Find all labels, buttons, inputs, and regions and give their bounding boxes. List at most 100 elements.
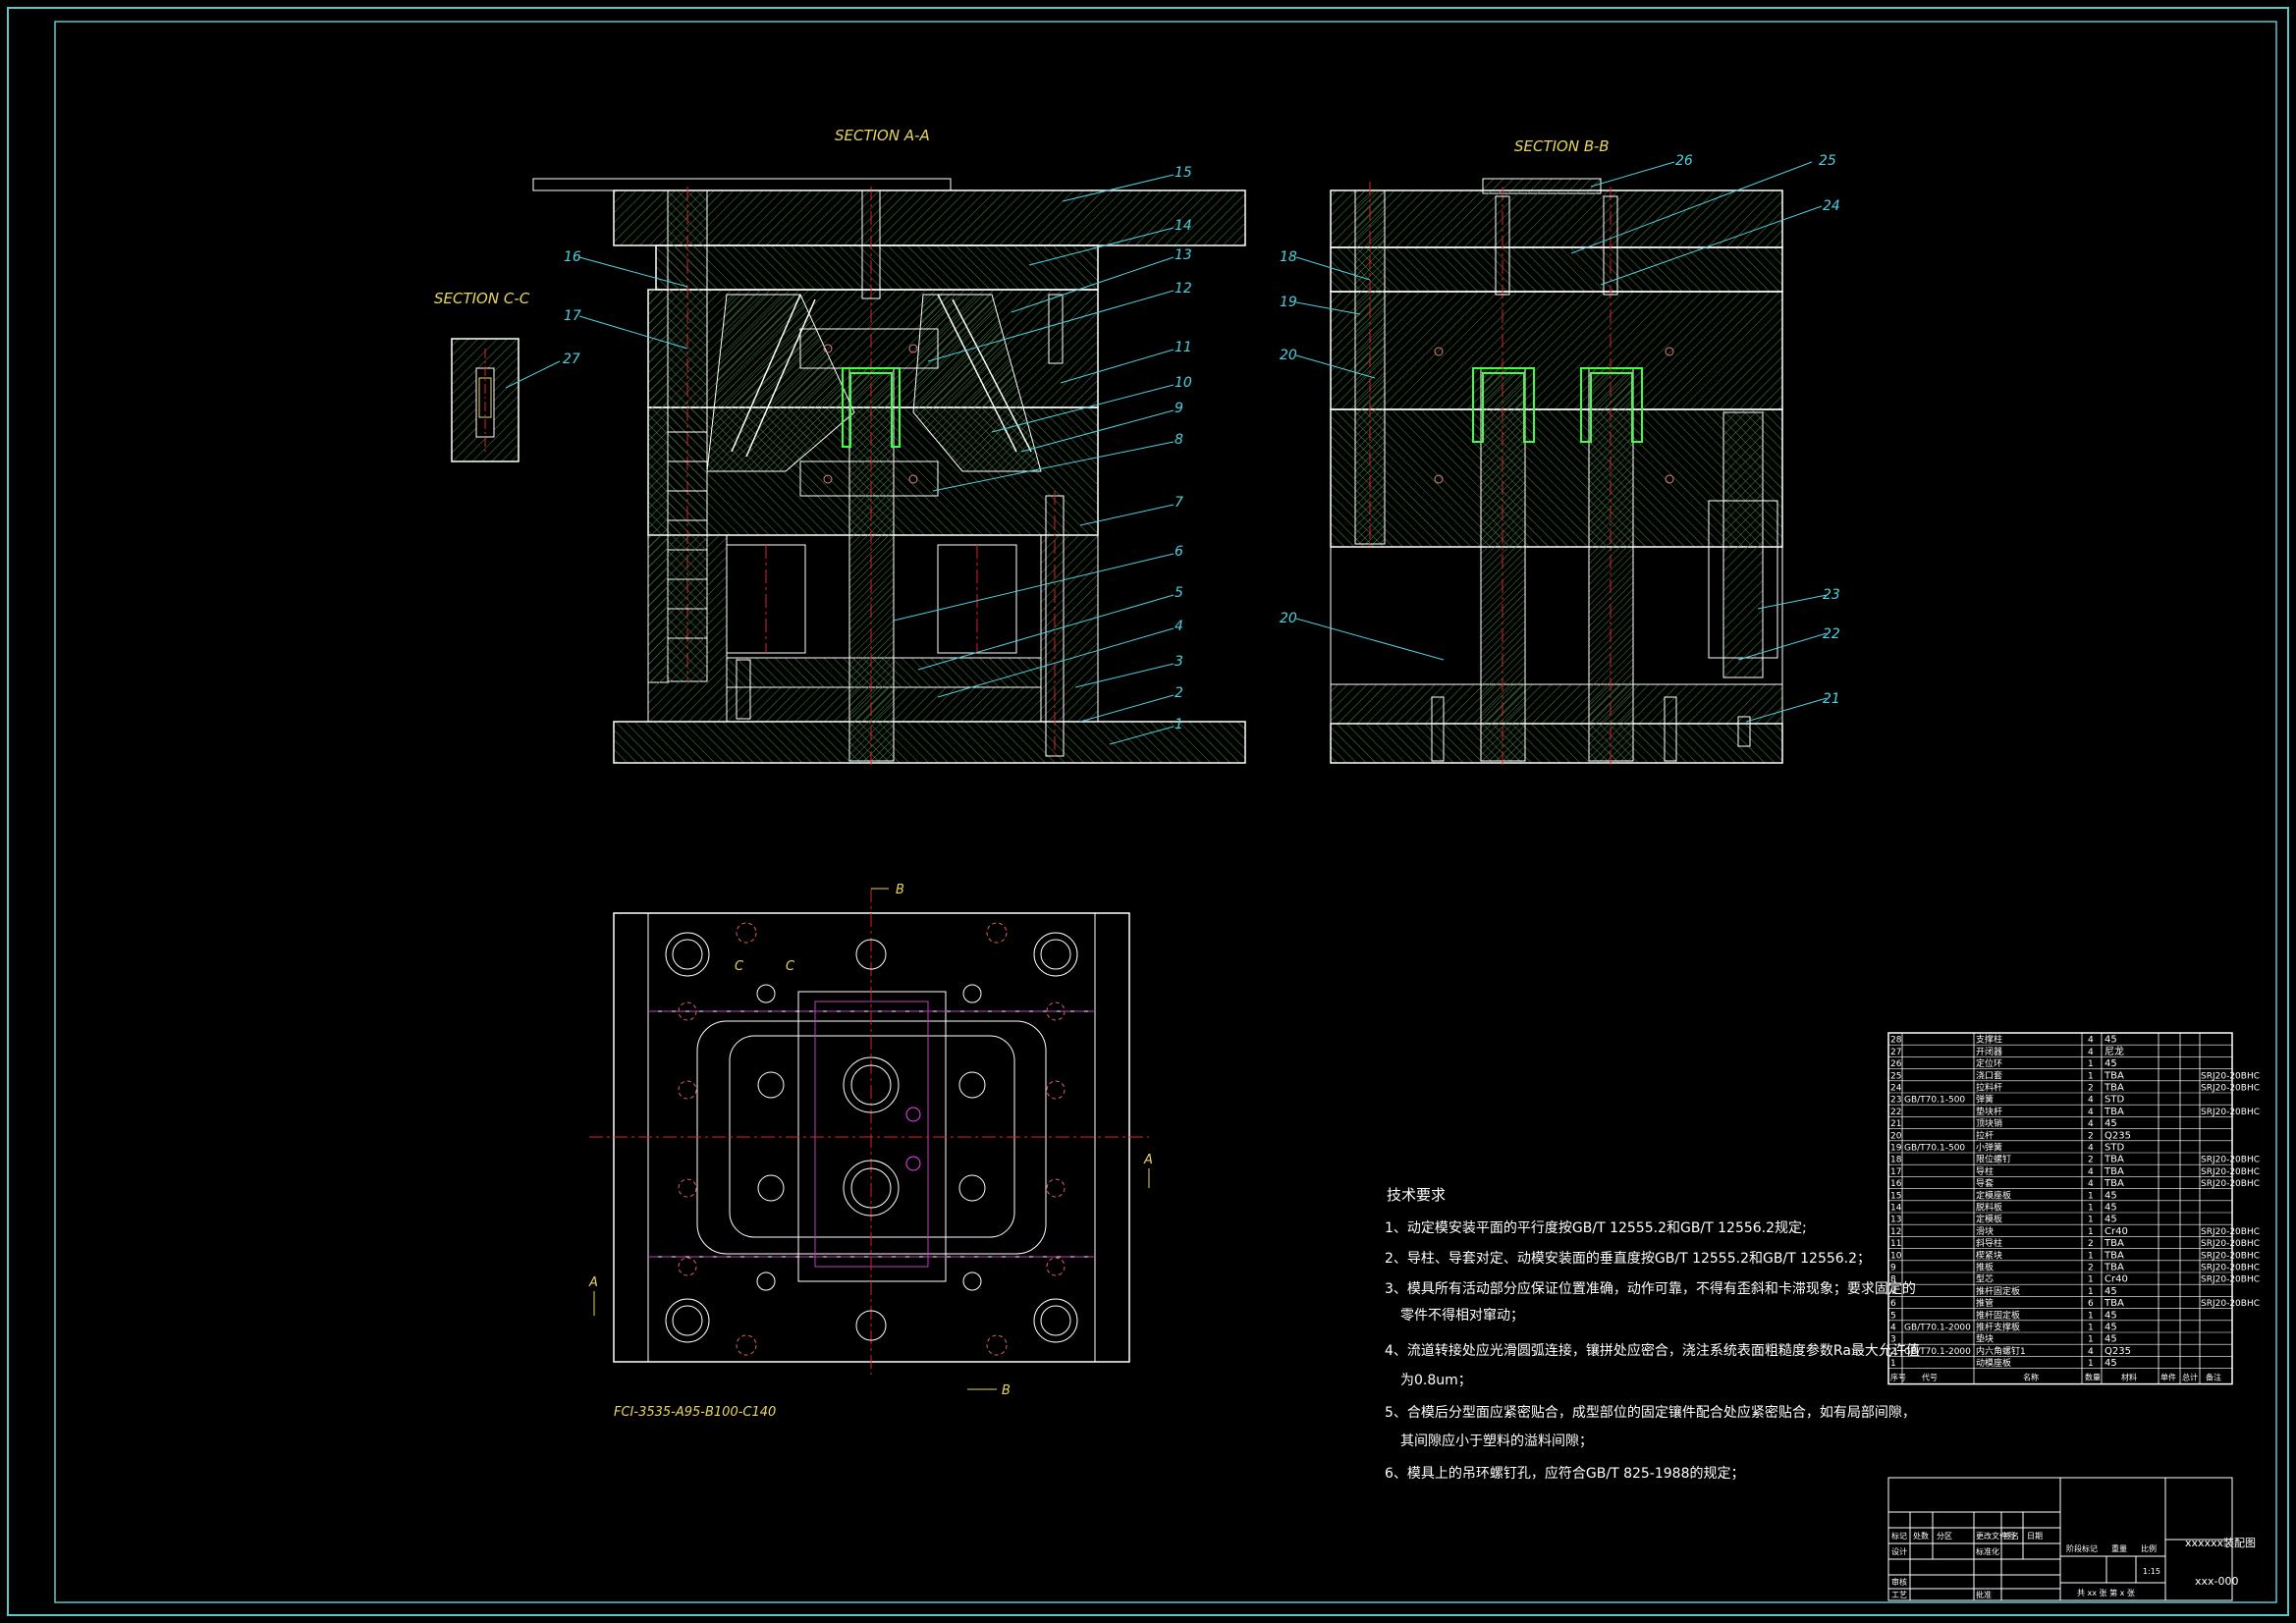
bom-cell-name: 动模座板 — [1976, 1357, 2011, 1369]
section-bb-balloon-labels: 26 25 24 23 22 21 18 19 20 20 — [1280, 153, 1840, 707]
section-aa-balloons — [578, 174, 1175, 745]
bom-cell-qty: 1 — [2088, 1216, 2094, 1225]
balloon-9: 9 — [1175, 401, 1183, 416]
bom-cell-mat: 45 — [2105, 1118, 2117, 1129]
bom-cell-mat: 45 — [2105, 1035, 2117, 1046]
bom-cell-mat: STD — [2105, 1143, 2124, 1154]
tb-label-stage: 阶段标记 — [2066, 1543, 2098, 1553]
bom-cell-no: 16 — [1890, 1179, 1902, 1189]
bom-cell-qty: 1 — [2088, 1359, 2094, 1369]
tb-label-mark: 标记 — [1891, 1531, 1907, 1541]
tb-sheets: 共 xx 张 第 x 张 — [2077, 1588, 2135, 1597]
bom-cell-no: 5 — [1890, 1311, 1896, 1321]
balloon-6: 6 — [1175, 544, 1183, 560]
bom-cell-mat: 45 — [2105, 1203, 2117, 1214]
balloon-23: 23 — [1823, 587, 1840, 603]
balloon-17: 17 — [564, 308, 581, 324]
tech-line-1: 1、动定模安装平面的平行度按GB/T 12555.2和GB/T 12556.2规… — [1385, 1220, 1807, 1236]
bom-cell-name: 开闭器 — [1976, 1046, 2002, 1057]
outer-border — [7, 7, 2289, 1616]
bom-cell-name: 支撑柱 — [1976, 1034, 2002, 1046]
bom-cell-note: SRJ20-20BHC — [2201, 1239, 2260, 1249]
bom-cell-no: 25 — [1890, 1071, 1901, 1081]
bom-cell-qty: 1 — [2088, 1251, 2094, 1261]
technical-requirements: 技术要求 1、动定模安装平面的平行度按GB/T 12555.2和GB/T 125… — [1385, 1186, 1920, 1482]
balloon-22: 22 — [1823, 626, 1840, 642]
bom-cell-qty: 1 — [2088, 1324, 2094, 1333]
tb-scale-value: 1:15 — [2143, 1567, 2160, 1576]
bom-cell-qty: 4 — [2088, 1119, 2094, 1129]
tech-line-4: 零件不得相对窜动； — [1400, 1307, 1524, 1324]
bom-cell-name: 导柱 — [1976, 1165, 1994, 1177]
bom-header-w2: 总计 — [2182, 1373, 2198, 1382]
bom-cell-name: 垫块 — [1976, 1333, 1994, 1345]
bom-cell-mat: Cr40 — [2105, 1226, 2128, 1237]
bom-cell-qty: 4 — [2088, 1167, 2094, 1177]
bom-cell-no: 28 — [1890, 1036, 1902, 1046]
bom-cell-name: 脱料板 — [1976, 1202, 2002, 1214]
bom-header-no: 序号 — [1890, 1373, 1906, 1382]
balloon-26: 26 — [1675, 153, 1693, 169]
bom-cell-mat: 45 — [2105, 1286, 2117, 1297]
bom-cell-no: 23 — [1890, 1096, 1901, 1106]
balloon-16: 16 — [564, 249, 581, 265]
cut-a-left: A — [588, 1275, 598, 1290]
balloon-14: 14 — [1175, 218, 1192, 234]
bom-cell-qty: 1 — [2088, 1071, 2094, 1081]
section-bb-leaders — [1295, 161, 1828, 723]
bom-cell-note: SRJ20-20BHC — [2201, 1299, 2260, 1309]
section-cc-title: SECTION C-C — [434, 290, 530, 307]
title-block: 标记 处数 分区 更改文件号 签名 日期 设计 标准化 阶段标记 重量 比例 审… — [1887, 1477, 2256, 1601]
balloon-18: 18 — [1280, 249, 1297, 265]
bom-cell-qty: 4 — [2088, 1179, 2094, 1189]
bom-cell-mat: TBA — [2104, 1070, 2124, 1081]
bom-cell-note: SRJ20-20BHC — [2201, 1108, 2260, 1117]
bom-cell-no: 27 — [1890, 1048, 1901, 1057]
bom-header-w1: 单件 — [2160, 1373, 2176, 1382]
bom-cell-mat: 45 — [2105, 1323, 2117, 1333]
bom-cell-no: 13 — [1890, 1216, 1901, 1225]
bom-cell-name: 顶块销 — [1976, 1117, 2002, 1129]
bom-cell-qty: 1 — [2088, 1275, 2094, 1285]
balloon-15: 15 — [1175, 165, 1192, 181]
bom-cell-note: SRJ20-20BHC — [2201, 1084, 2260, 1094]
bom-cell-qty: 4 — [2088, 1108, 2094, 1117]
bom-cell-no: 20 — [1890, 1131, 1902, 1141]
bom-cell-qty: 2 — [2088, 1264, 2094, 1273]
bom-cell-note: SRJ20-20BHC — [2201, 1156, 2260, 1165]
bom-cell-qty: 1 — [2088, 1335, 2094, 1345]
bom-cell-mat: TBA — [2104, 1155, 2124, 1165]
bom-cell-qty: 2 — [2088, 1156, 2094, 1165]
bom-cell-name: 垫块杆 — [1976, 1106, 2002, 1117]
bom-cell-note: SRJ20-20BHC — [2201, 1167, 2260, 1177]
mold-base-code: FCI-3535-A95-B100-C140 — [614, 1405, 776, 1420]
bom-cell-mat: Q235 — [2105, 1130, 2131, 1141]
balloon-25: 25 — [1819, 153, 1836, 169]
bom-cell-qty: 4 — [2088, 1036, 2094, 1046]
tb-label-date: 日期 — [2027, 1532, 2043, 1541]
balloon-2: 2 — [1175, 685, 1183, 701]
bom-cell-note: SRJ20-20BHC — [2201, 1179, 2260, 1189]
tb-label-zone: 分区 — [1937, 1532, 1952, 1541]
tech-line-8: 其间隙应小于塑料的溢料间隙； — [1400, 1433, 1593, 1449]
bom-cell-no: 19 — [1890, 1144, 1902, 1154]
balloon-10: 10 — [1175, 375, 1192, 391]
balloon-21: 21 — [1823, 691, 1840, 707]
bom-cell-name: 内六角螺钉1 — [1976, 1345, 2026, 1357]
balloon-11: 11 — [1175, 340, 1192, 355]
bom-header-qty: 数量 — [2085, 1373, 2101, 1382]
bom-cell-no: 1 — [1890, 1359, 1896, 1369]
tb-label-design: 设计 — [1891, 1546, 1907, 1556]
cut-b-top: B — [896, 883, 904, 897]
bom-cell-qty: 1 — [2088, 1287, 2094, 1297]
bom-cell-qty: 4 — [2088, 1144, 2094, 1154]
bom-cell-no: 14 — [1890, 1204, 1902, 1214]
balloon-4: 4 — [1175, 619, 1183, 634]
cut-b-bottom: B — [1002, 1383, 1011, 1398]
tech-line-2: 2、导柱、导套对定、动模安装面的垂直度按GB/T 12555.2和GB/T 12… — [1385, 1250, 1871, 1267]
bom-cell-name: 推板 — [1976, 1262, 1994, 1273]
balloon-27: 27 — [563, 352, 580, 367]
bom-cell-qty: 1 — [2088, 1227, 2094, 1237]
balloon-13: 13 — [1175, 247, 1192, 263]
